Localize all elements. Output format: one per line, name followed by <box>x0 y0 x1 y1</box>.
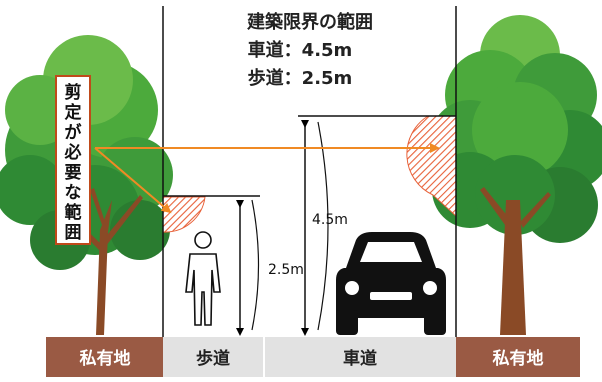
left-prune-area <box>162 196 206 233</box>
road-clearance-text: 車道：4.5m <box>248 39 353 61</box>
callout-char: 囲 <box>65 223 82 243</box>
ground-label-sidewalk: 歩道 <box>196 348 230 369</box>
callout-char: 要 <box>65 163 82 183</box>
callout-char: 必 <box>64 142 82 163</box>
callout-char: 剪 <box>65 82 82 103</box>
callout-char: 範 <box>65 202 82 223</box>
car-icon <box>336 232 446 335</box>
right-prune-area <box>406 115 457 218</box>
ground-label-left: 私有地 <box>80 348 131 369</box>
header: 建築限界の範囲 車道：4.5m 歩道：2.5m <box>247 11 373 89</box>
page-title: 建築限界の範囲 <box>247 11 373 33</box>
ground-label-right: 私有地 <box>493 348 544 369</box>
callout-char: 定 <box>65 102 82 123</box>
road-height-label: 4.5m <box>312 212 348 228</box>
ground-sidewalk <box>163 337 263 377</box>
callout-char: な <box>65 183 82 203</box>
callout-char: が <box>65 122 82 143</box>
ground-left <box>46 337 164 377</box>
sidewalk-height-label: 2.5m <box>268 262 304 278</box>
ground-label-road: 車道 <box>343 348 377 369</box>
arrow-to-left-area <box>94 147 172 214</box>
sidewalk-clearance-text: 歩道：2.5m <box>248 67 353 89</box>
ground-road <box>265 337 456 377</box>
ground-right <box>456 337 580 377</box>
person-icon <box>185 231 221 326</box>
callout-box <box>55 75 91 245</box>
sidewalk-bracket <box>251 199 260 331</box>
callout-text: 剪 定 が 必 要 な 範 囲 <box>64 82 82 243</box>
